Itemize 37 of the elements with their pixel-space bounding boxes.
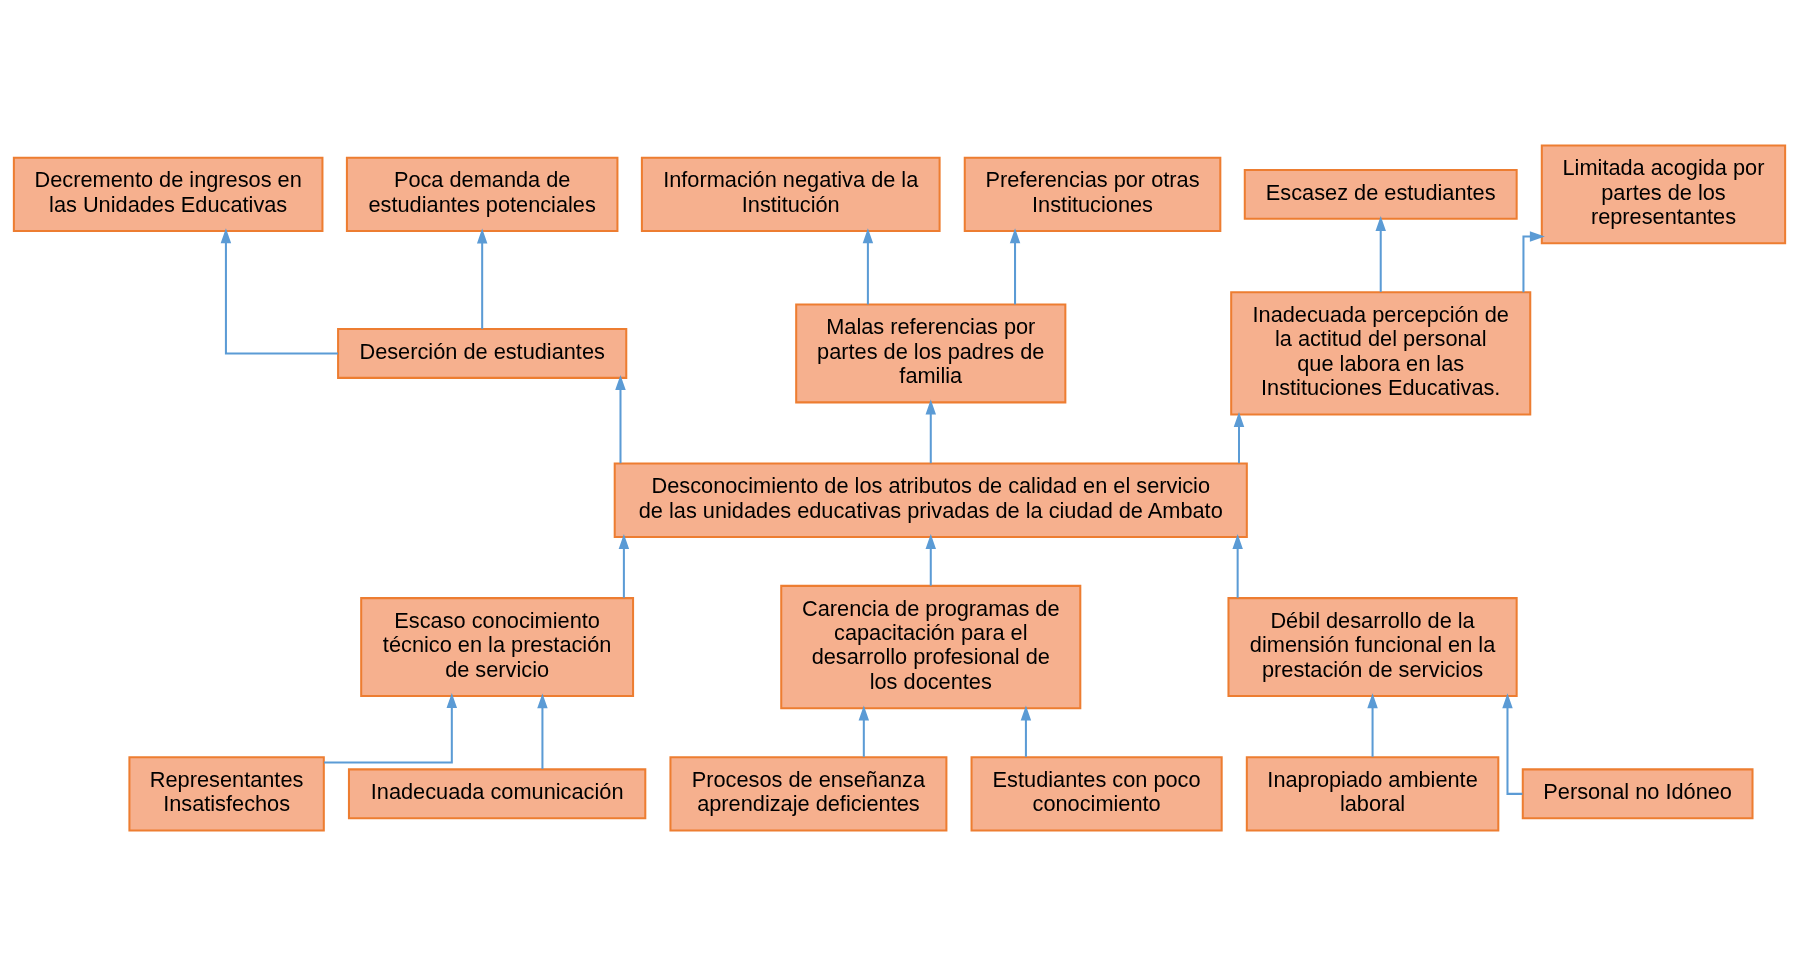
arrow: [1522, 231, 1545, 293]
arrow: [1367, 693, 1378, 757]
node-box: Información negativa de la Institución: [640, 156, 941, 233]
arrow: [476, 228, 488, 329]
node-box: Decremento de ingresos en las Unidades Educativas: [12, 156, 324, 233]
arrow: [1502, 693, 1523, 795]
node-box: Malas referencias por partes de los padres de familia: [795, 303, 1067, 404]
arrow: [1009, 228, 1021, 305]
node-box: Preferencias por otras Instituciones: [963, 156, 1222, 233]
arrow: [925, 534, 936, 586]
node-box: Inapropiado ambiente laboral: [1245, 756, 1500, 832]
arrow: [1375, 216, 1386, 292]
node-box: Inadecuada percepción de la actitud del personal que labora en las Instituciones Educativas.: [1230, 291, 1532, 416]
node-box: Desconocimiento de los atributos de calidad en el servicio de las unidades educativas privadas de la ciudad de Ambato: [613, 462, 1248, 538]
arrow: [1232, 534, 1243, 598]
node-box: Representantes Insatisfechos: [128, 756, 325, 832]
arrow: [858, 705, 870, 757]
arrow: [1233, 411, 1245, 464]
node-box: Carencia de programas de capacitación para el desarrollo profesional de los docentes: [780, 584, 1082, 710]
node-box: Estudiantes con poco conocimiento: [970, 756, 1223, 832]
arrow: [324, 692, 458, 764]
arrow: [615, 374, 626, 464]
node-box: Limitada acogida por partes de los representantes: [1540, 144, 1787, 245]
arrow: [862, 228, 874, 305]
node-box: Procesos de enseñanza aprendizaje deficientes: [669, 756, 948, 832]
node-box: Escasez de estudiantes: [1243, 168, 1518, 220]
node-box: Escaso conocimiento técnico en la prestación de servicio: [360, 597, 635, 697]
node-box: Deserción de estudiantes: [337, 327, 628, 379]
arrow: [1020, 705, 1032, 757]
arrow: [618, 534, 630, 598]
arrow: [925, 399, 936, 464]
node-box: Poca demanda de estudiantes potenciales: [345, 156, 619, 233]
node-box: Personal no Idóneo: [1521, 768, 1754, 820]
arrow: [220, 228, 338, 355]
node-box: Inadecuada comunicación: [347, 768, 647, 820]
arrow: [537, 693, 548, 769]
node-box: Débil desarrollo de la dimensión funcional en la prestación de servicios: [1227, 597, 1518, 697]
